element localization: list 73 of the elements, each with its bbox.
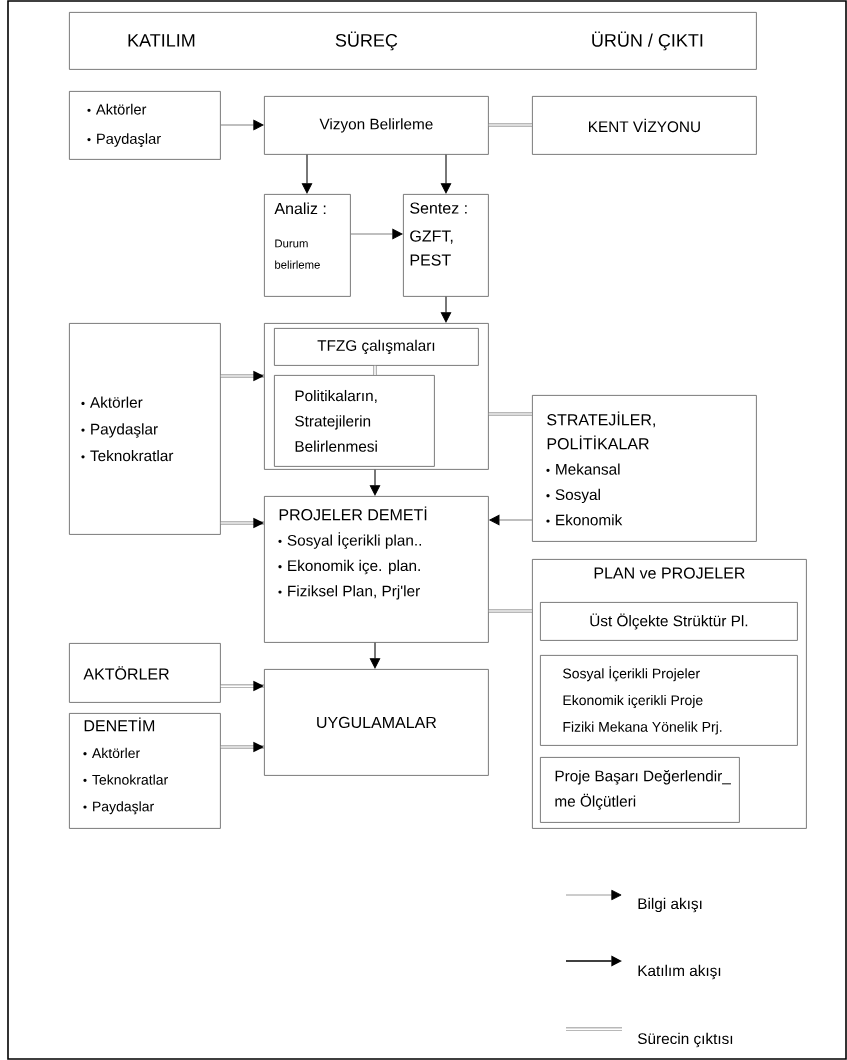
- participant-box: [69, 713, 221, 829]
- node-text: KENT VİZYONU: [589, 118, 700, 133]
- output-box: [532, 96, 757, 155]
- bullet-item: Mekansal: [546, 463, 620, 475]
- bullet-item: Aktörler: [83, 747, 140, 759]
- arrow: [440, 296, 452, 323]
- connector-line: [487, 412, 533, 416]
- process-box: [264, 669, 489, 776]
- process-box: [264, 496, 489, 643]
- node-text: UYGULAMALAR: [317, 716, 437, 729]
- output-box: [540, 655, 798, 746]
- node-text: STRATEJİLER, POLİTİKALAR: [547, 411, 655, 450]
- connector-line: [487, 123, 533, 127]
- bullet-item: Sosyal: [546, 488, 600, 504]
- node-text: Durum belirleme: [275, 239, 320, 269]
- participant-box: [69, 91, 221, 160]
- node-text: Üst Ölçekte Strüktür Pl.: [590, 613, 748, 630]
- node-text: Proje Başarı Değerlendir_ me Ölçütleri: [555, 770, 731, 810]
- legend-label: Katılım akışı: [638, 964, 721, 980]
- node-text: DENETİM: [84, 717, 155, 732]
- process-box: [264, 96, 489, 155]
- column-heading: ÜRÜN / ÇIKTI: [592, 31, 703, 51]
- process-box: [403, 194, 489, 297]
- output-box: [540, 602, 798, 641]
- node-text: GZFT, PEST: [410, 230, 453, 266]
- connector-line: [487, 609, 533, 613]
- node-text: Politikaların, Stratejilerin Belirlenmesi: [295, 389, 377, 452]
- arrow: [219, 517, 265, 529]
- node-text: Sentez :: [410, 202, 467, 214]
- node-text: Ekonomik içerikli Proje: [563, 694, 703, 708]
- bullet-item: Ekonomik içe. plan.: [278, 559, 420, 575]
- bullet-item: Sosyal İçerikli plan..: [278, 532, 421, 549]
- arrow: [350, 228, 403, 240]
- arrow: [440, 154, 452, 194]
- bullet-item: Ekonomik: [546, 514, 623, 526]
- node-text: Analiz :: [274, 202, 326, 215]
- node-text: Vizyon Belirleme: [319, 118, 433, 133]
- process-box: [274, 375, 435, 467]
- arrow: [369, 469, 381, 496]
- connector-line: [373, 364, 377, 376]
- process-box: [264, 194, 351, 297]
- node-text: PROJELER DEMETİ: [279, 506, 427, 521]
- output-box: [532, 559, 807, 829]
- arrow: [369, 642, 381, 669]
- bullet-item: Aktörler: [87, 103, 147, 115]
- column-heading: KATILIM: [128, 34, 195, 47]
- bullet-item: Aktörler: [81, 396, 143, 408]
- header-box: [69, 12, 757, 70]
- legend-label: Sürecin çıktısı: [637, 1032, 733, 1048]
- arrow: [219, 680, 265, 692]
- node-text: AKTÖRLER: [83, 666, 169, 680]
- bullet-item: Teknokratlar: [83, 774, 168, 785]
- bullet-item: Paydaşlar: [87, 133, 161, 147]
- node-text: PLAN ve PROJELER: [594, 567, 745, 579]
- node-text: TFZG çalışmaları: [317, 339, 435, 355]
- output-box: [540, 757, 740, 823]
- process-box: [274, 328, 479, 366]
- node-text: Sosyal İçerikli Projeler: [563, 666, 700, 682]
- arrow: [219, 370, 265, 382]
- group-box: [264, 323, 489, 470]
- arrow: [219, 741, 265, 753]
- bullet-item: Paydaşlar: [83, 801, 154, 815]
- node-text: Fiziki Mekana Yönelik Prj.: [563, 721, 722, 735]
- bullet-item: Paydaşlar: [81, 423, 158, 438]
- column-heading: SÜREÇ: [335, 31, 398, 51]
- bullet-item: Fiziksel Plan, Prj'ler: [278, 585, 420, 600]
- participant-box: [69, 323, 221, 535]
- legend-label: Bilgi akışı: [638, 897, 702, 913]
- participant-box: [69, 643, 221, 703]
- bullet-item: Teknokratlar: [81, 449, 174, 462]
- arrow: [301, 154, 313, 194]
- arrow: [220, 119, 264, 131]
- output-box: [532, 395, 757, 542]
